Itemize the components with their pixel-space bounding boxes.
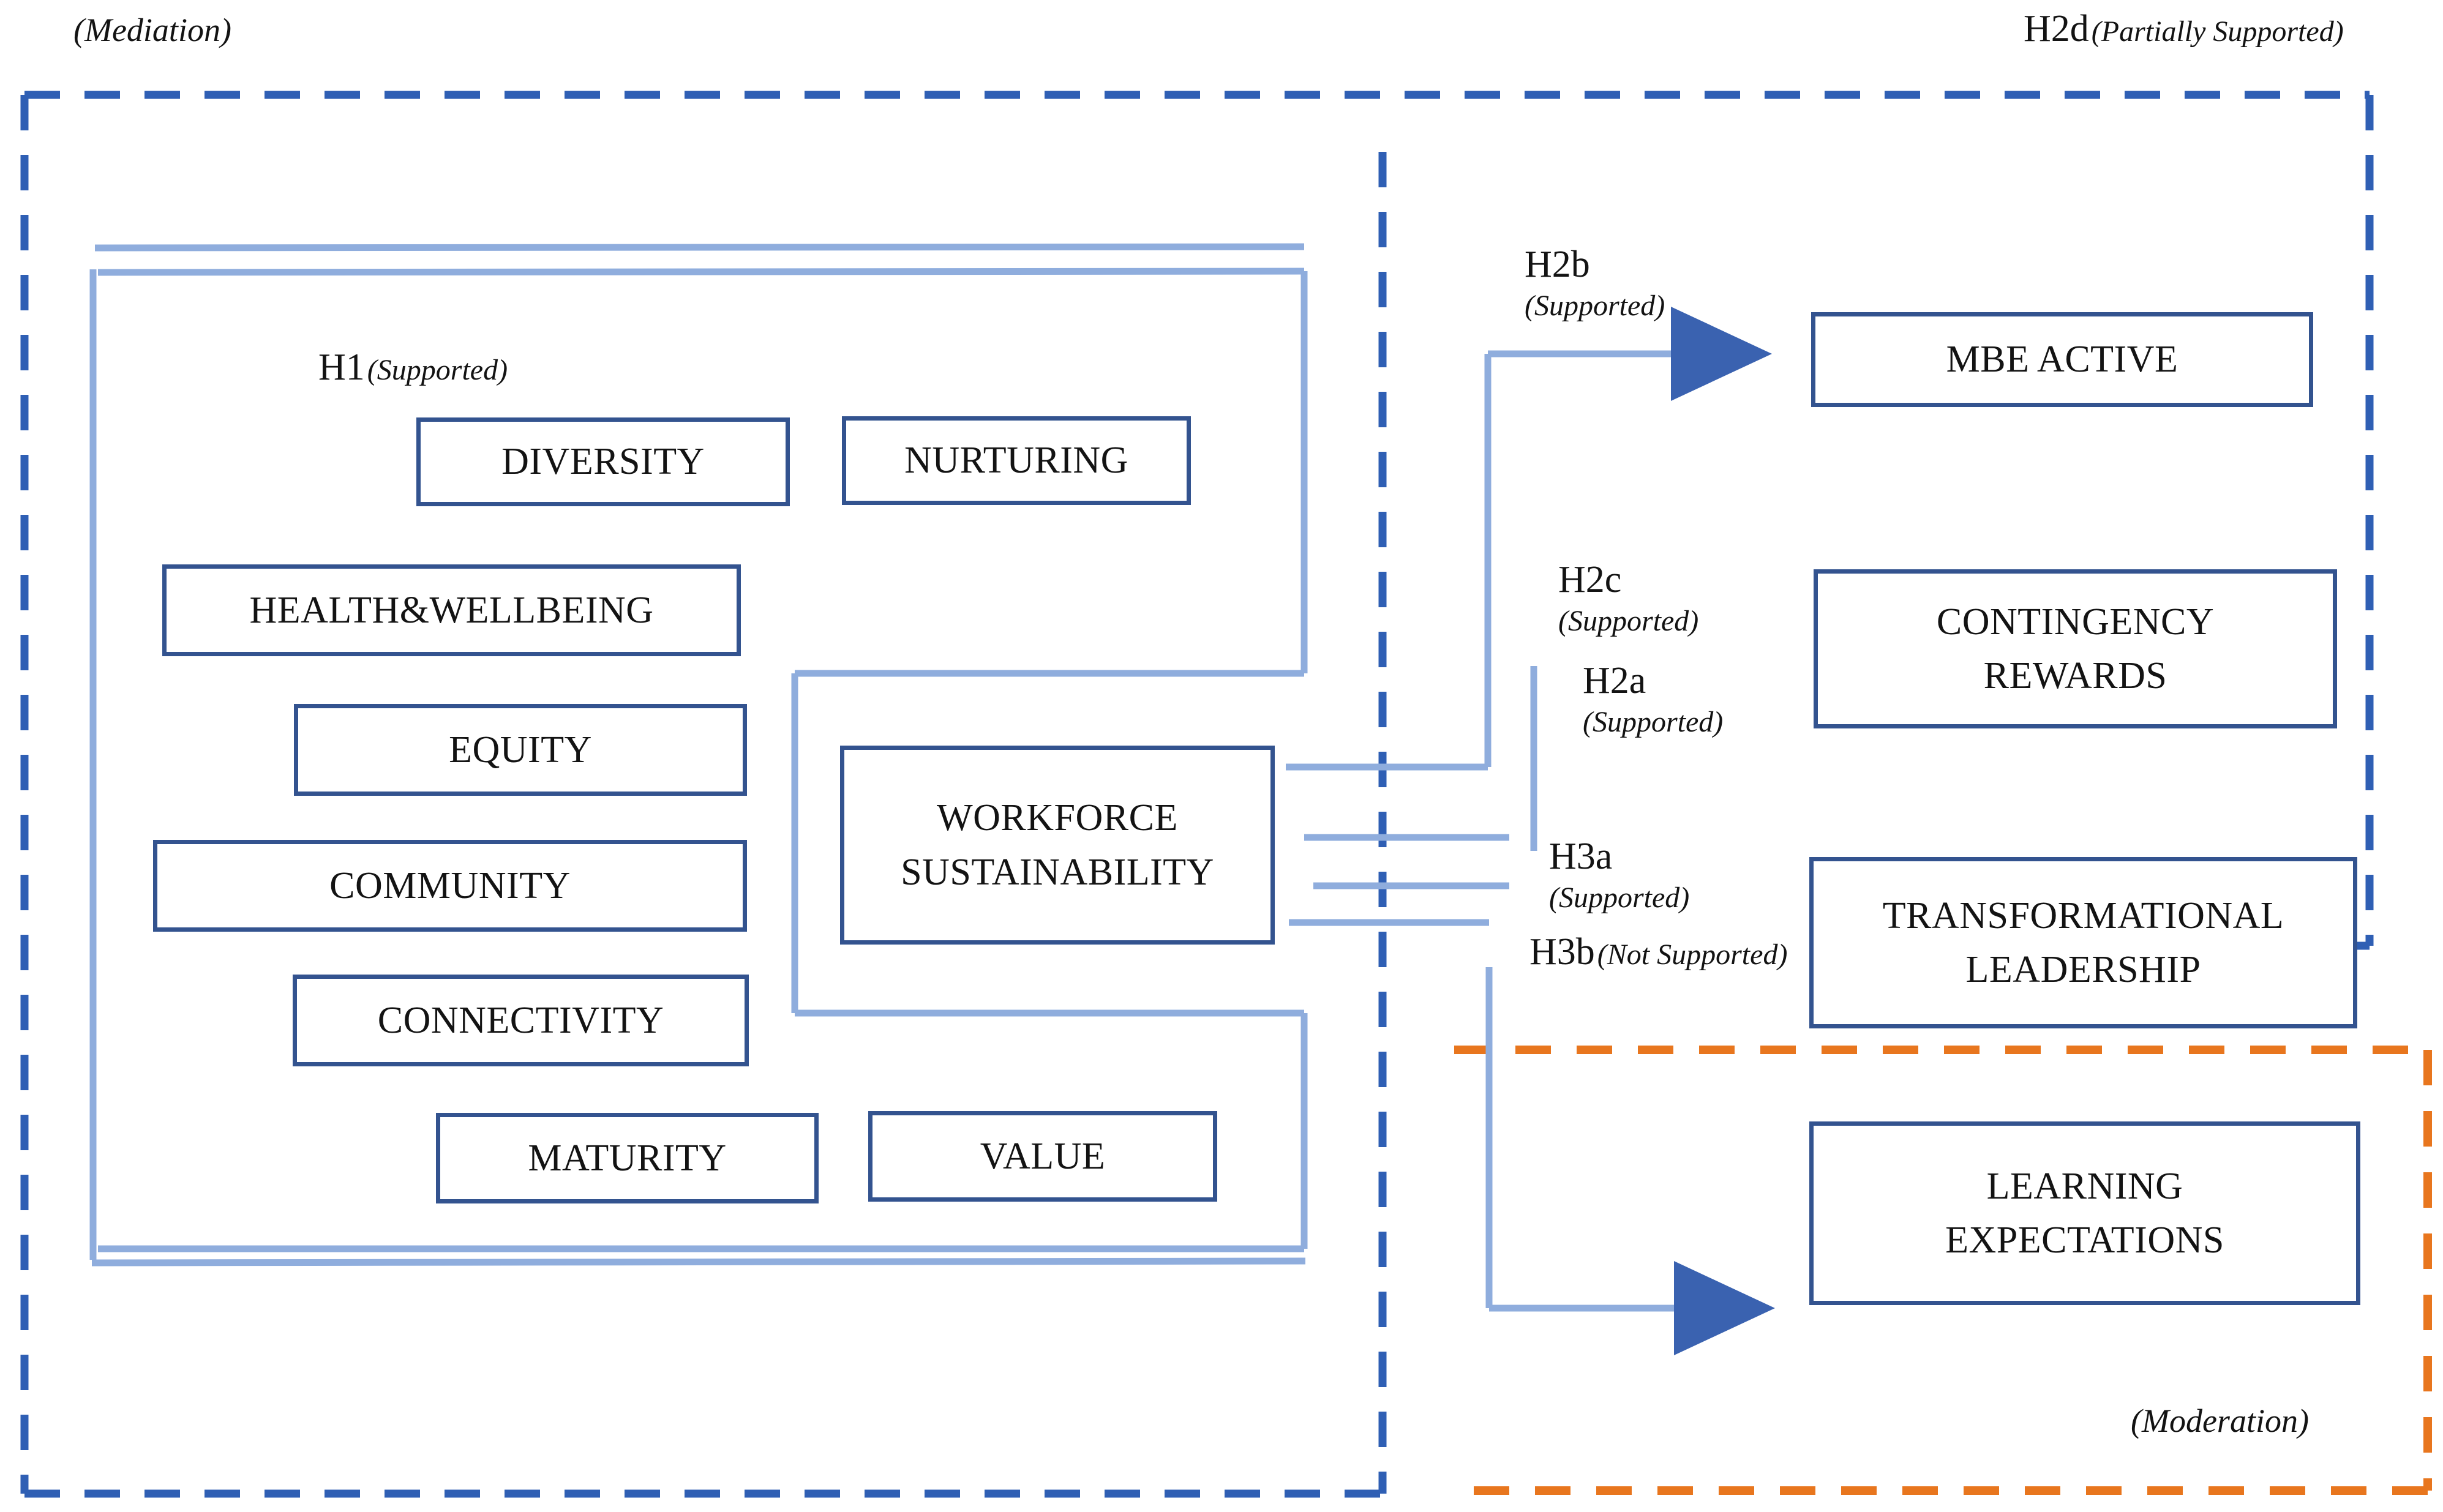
hypothesis-h1-code: H1 bbox=[318, 346, 365, 388]
node-learning-expectations[interactable]: LEARNING EXPECTATIONS bbox=[1809, 1121, 2360, 1305]
hypothesis-h2c-status: (Supported) bbox=[1558, 604, 1699, 637]
hypothesis-h2b-status: (Supported) bbox=[1525, 289, 1665, 322]
hypothesis-h3b-code: H3b bbox=[1529, 931, 1595, 973]
hypothesis-h2b: H2b (Supported) bbox=[1525, 242, 1665, 324]
node-transformational-leadership-label: TRANSFORMATIONAL LEADERSHIP bbox=[1882, 894, 2284, 990]
node-contingency-rewards-label: CONTINGENCY REWARDS bbox=[1936, 601, 2215, 697]
node-value[interactable]: VALUE bbox=[868, 1111, 1217, 1202]
node-equity-label: EQUITY bbox=[449, 728, 592, 771]
hypothesis-h2c-code: H2c bbox=[1558, 559, 1622, 601]
node-equity[interactable]: EQUITY bbox=[294, 704, 747, 796]
hypothesis-h2d-code: H2d bbox=[2024, 8, 2089, 50]
mediation-dashed-boundary bbox=[20, 91, 2374, 1498]
hypothesis-h2a: H2a (Supported) bbox=[1583, 658, 1723, 740]
hypothesis-h2b-code: H2b bbox=[1525, 244, 1590, 285]
node-learning-expectations-label: LEARNING EXPECTATIONS bbox=[1945, 1165, 2224, 1261]
hypothesis-h2a-status: (Supported) bbox=[1583, 705, 1724, 738]
region-label-moderation: (Moderation) bbox=[2131, 1402, 2309, 1439]
h1-inner-bracket bbox=[97, 268, 1308, 1252]
hypothesis-h3a: H3a (Supported) bbox=[1549, 834, 1689, 916]
node-nurturing-label: NURTURING bbox=[904, 440, 1128, 482]
region-label-mediation: (Mediation) bbox=[73, 12, 231, 48]
node-community[interactable]: COMMUNITY bbox=[153, 840, 747, 932]
hypothesis-h3b: H3b (Not Supported) bbox=[1529, 930, 1787, 974]
node-diversity-label: DIVERSITY bbox=[501, 441, 705, 483]
hypothesis-h3b-status: (Not Supported) bbox=[1597, 938, 1788, 971]
h1-outer-bracket bbox=[89, 243, 1306, 1267]
hypothesis-h2d-status: (Partially Supported) bbox=[2091, 15, 2344, 48]
node-mbe-active-label: MBE ACTIVE bbox=[1946, 339, 2178, 381]
node-workforce-sustainability-label: WORKFORCE SUSTAINABILITY bbox=[901, 797, 1214, 893]
node-connectivity[interactable]: CONNECTIVITY bbox=[293, 975, 749, 1066]
hypothesis-h2d: H2d (Partially Supported) bbox=[2024, 7, 2344, 51]
node-maturity[interactable]: MATURITY bbox=[436, 1113, 819, 1203]
connector-h2b-to-mbe-active bbox=[1286, 307, 1772, 771]
node-connectivity-label: CONNECTIVITY bbox=[377, 999, 664, 1041]
node-health-wellbeing[interactable]: HEALTH&WELLBEING bbox=[162, 564, 741, 656]
hypothesis-h3a-code: H3a bbox=[1549, 836, 1613, 877]
node-nurturing[interactable]: NURTURING bbox=[842, 416, 1191, 505]
node-contingency-rewards[interactable]: CONTINGENCY REWARDS bbox=[1814, 569, 2337, 728]
hypothesis-h3a-status: (Supported) bbox=[1549, 881, 1690, 914]
node-value-label: VALUE bbox=[980, 1135, 1106, 1177]
hypothesis-h2c: H2c (Supported) bbox=[1558, 557, 1698, 639]
node-maturity-label: MATURITY bbox=[528, 1137, 727, 1179]
node-workforce-sustainability[interactable]: WORKFORCE SUSTAINABILITY bbox=[840, 746, 1275, 945]
connector-h3b-to-learning-expectations bbox=[1289, 919, 1775, 1355]
hypothesis-h1-status: (Supported) bbox=[367, 354, 508, 386]
moderation-dashed-boundary bbox=[1448, 1046, 2432, 1495]
hypothesis-h2a-code: H2a bbox=[1583, 660, 1646, 702]
node-health-wellbeing-label: HEALTH&WELLBEING bbox=[249, 589, 654, 631]
node-transformational-leadership[interactable]: TRANSFORMATIONAL LEADERSHIP bbox=[1809, 857, 2357, 1028]
hypothesis-h1: H1 (Supported) bbox=[318, 346, 508, 389]
node-community-label: COMMUNITY bbox=[329, 864, 571, 907]
node-diversity[interactable]: DIVERSITY bbox=[416, 417, 790, 506]
node-mbe-active[interactable]: MBE ACTIVE bbox=[1811, 312, 2313, 407]
